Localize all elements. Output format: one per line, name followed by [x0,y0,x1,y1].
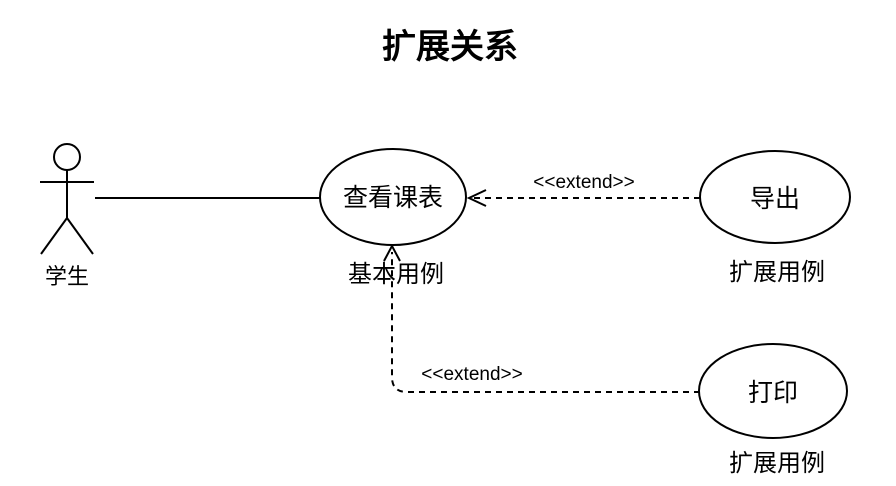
use-case-export: 导出 [699,150,851,244]
use-case-base-label: 查看课表 [343,184,443,212]
use-case-print: 打印 [698,343,848,439]
use-case-base-caption: 基本用例 [348,261,444,288]
use-case-export-caption: 扩展用例 [729,259,825,286]
use-case-print-ellipse [698,343,848,439]
extend-stereotype-export: <<extend>> [533,172,634,193]
use-case-base: 查看课表 [319,148,467,246]
extend-stereotype-print: <<extend>> [421,364,522,385]
diagram-title: 扩展关系 [382,28,518,66]
actor-label: 学生 [45,264,89,289]
actor-figure [40,143,94,255]
use-case-export-ellipse [699,150,851,244]
actor-leg-left [40,217,68,255]
extend-arrowhead-export-to-base [466,189,487,207]
actor-leg-right [66,217,94,255]
extend-arrowhead-print-to-base [383,243,401,262]
use-case-export-label: 导出 [750,185,800,213]
use-case-print-label: 打印 [748,379,798,407]
actor-head [53,143,81,171]
use-case-base-ellipse [319,148,467,246]
use-case-print-caption: 扩展用例 [729,450,825,477]
